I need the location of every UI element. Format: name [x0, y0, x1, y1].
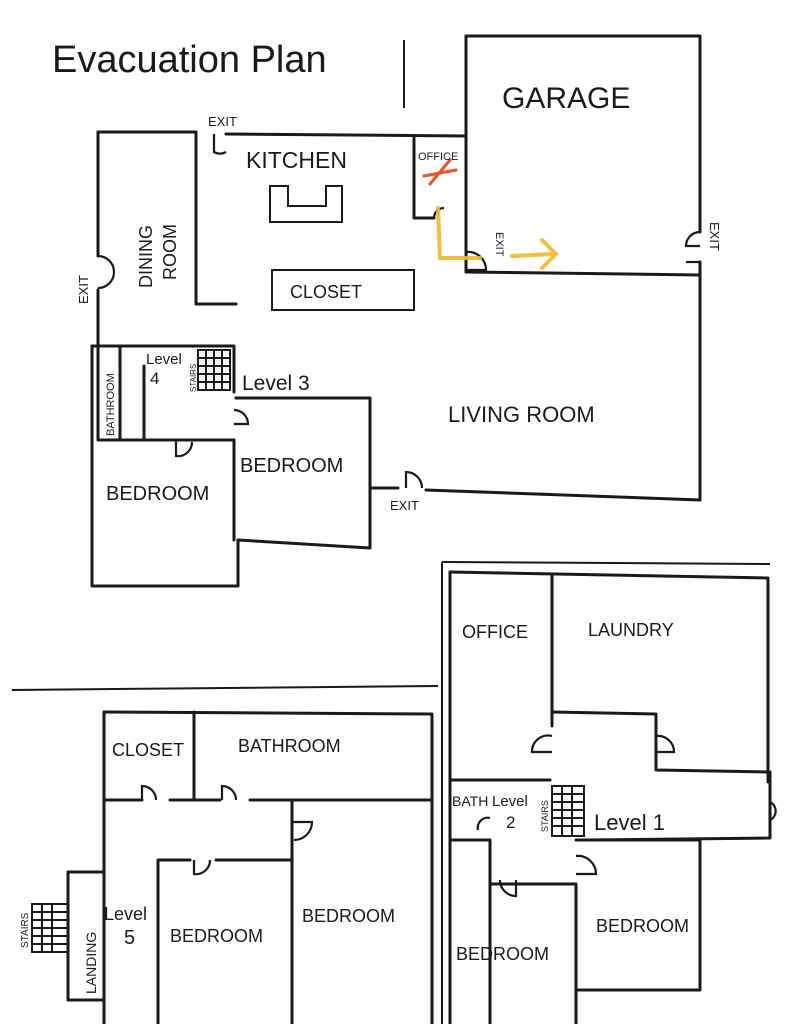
- living-south-wall-b: [424, 488, 702, 502]
- bath-door-lower: [476, 816, 491, 831]
- laundry-south-wall: [550, 710, 772, 774]
- dining-exit-label: EXIT: [76, 275, 91, 304]
- kitchen-exit-label: EXIT: [208, 114, 237, 129]
- bedroom-b-label: BEDROOM: [302, 906, 395, 926]
- bedroom-a-door-lower: [498, 879, 518, 898]
- closet-label-lower: CLOSET: [112, 740, 184, 760]
- level1-exit-door: [769, 801, 777, 821]
- route-marker: [422, 158, 458, 186]
- plan-title: Evacuation Plan: [52, 39, 327, 81]
- bedroom-b-box: [574, 838, 702, 992]
- level4-label-1: Level: [146, 351, 182, 368]
- bedroom-b-door-lower: [575, 854, 598, 876]
- bathroom-label: BATHROOM: [105, 373, 117, 436]
- office-label-lower: OFFICE: [462, 622, 528, 642]
- bedroom-b-label-lower: BEDROOM: [596, 916, 689, 936]
- bedroom-a-wall: [156, 858, 294, 1024]
- living-exit-label: EXIT: [390, 498, 419, 513]
- kitchen-exit-door: [212, 134, 227, 155]
- bedroom-left-door: [174, 440, 194, 458]
- inner-garage-door: [465, 250, 488, 272]
- wing-north-wall: [90, 344, 236, 394]
- upper-floor: GARAGE KITCHEN OFFICE DINING ROOM CLOSET…: [76, 34, 722, 588]
- lower-right-north-wall: [448, 570, 770, 784]
- kitchen-stove: [269, 185, 343, 223]
- garage-label: GARAGE: [502, 82, 630, 115]
- office-wall: [412, 134, 436, 220]
- section-divider-left: [11, 685, 439, 691]
- bathroom-door: [220, 784, 238, 801]
- office-door-lower: [530, 734, 553, 754]
- living-exit-door: [404, 470, 424, 489]
- bedroom-mid-door: [233, 408, 250, 426]
- bedroom-mid-label: BEDROOM: [240, 455, 343, 477]
- level5-label-2: 5: [124, 927, 135, 949]
- landing-label: LANDING: [83, 932, 99, 994]
- wing-outline: [90, 344, 372, 588]
- level3-label: Level 3: [242, 372, 310, 395]
- kitchen-north-wall: [224, 132, 468, 138]
- stairs-label-lower: STAIRS: [20, 912, 31, 948]
- dining-exit-door: [97, 254, 116, 290]
- garage-exit-door: [684, 230, 701, 248]
- stairs-level5-icon: [31, 903, 69, 953]
- bedroom-a-label: BEDROOM: [170, 926, 263, 946]
- level2-label-2: 2: [506, 813, 515, 832]
- bedroom-a-door: [192, 859, 212, 876]
- level5-label-1: Level: [104, 904, 147, 924]
- level4-label-2: 4: [150, 369, 159, 388]
- garage-wall: [464, 34, 702, 234]
- dining-label-1: DINING: [136, 225, 156, 288]
- stairs-level1-icon: [551, 785, 585, 837]
- level1-label: Level 1: [594, 810, 665, 835]
- dining-partition: [194, 130, 238, 306]
- bath-label-lower: BATH: [452, 793, 488, 809]
- garage-inner-exit-label: EXIT: [493, 232, 505, 257]
- closet-box: [271, 269, 415, 311]
- bath-box: [96, 344, 236, 442]
- laundry-label: LAUNDRY: [588, 620, 674, 640]
- closet-label: CLOSET: [290, 282, 362, 302]
- bedroom-a-label-lower: BEDROOM: [456, 944, 549, 964]
- section-divider-right: [441, 561, 771, 565]
- lower-left-outer: [102, 710, 434, 1024]
- bath-box-lower: [448, 838, 492, 1024]
- lower-right-floor: OFFICE LAUNDRY BATH Level 2 STAIRS Level…: [448, 570, 777, 1024]
- garage-exit-label: EXIT: [707, 222, 722, 251]
- bedroom-b-door: [292, 820, 314, 842]
- closet-door: [140, 784, 158, 801]
- kitchen-label: KITCHEN: [246, 147, 347, 173]
- garage-south-wall: [464, 270, 702, 277]
- stairs-label-level1: STAIRS: [540, 800, 550, 832]
- stairs-level4-icon: [197, 349, 231, 391]
- laundry-door: [655, 734, 676, 754]
- office-label: OFFICE: [418, 151, 458, 163]
- evacuation-route-office: [436, 206, 482, 260]
- living-room-label: LIVING ROOM: [448, 402, 595, 427]
- evacuation-route-arrow: [510, 238, 559, 270]
- bathroom-label-lower: BATHROOM: [238, 736, 341, 756]
- hall-lower: [488, 882, 578, 1024]
- stairs-label: STAIRS: [189, 364, 198, 392]
- bedroom-left-label: BEDROOM: [106, 483, 209, 505]
- level2-label-1: Level: [492, 793, 528, 810]
- lower-left-floor: CLOSET BATHROOM STAIRS LANDING Level 5 B…: [20, 710, 434, 1024]
- dining-label-2: ROOM: [160, 224, 180, 280]
